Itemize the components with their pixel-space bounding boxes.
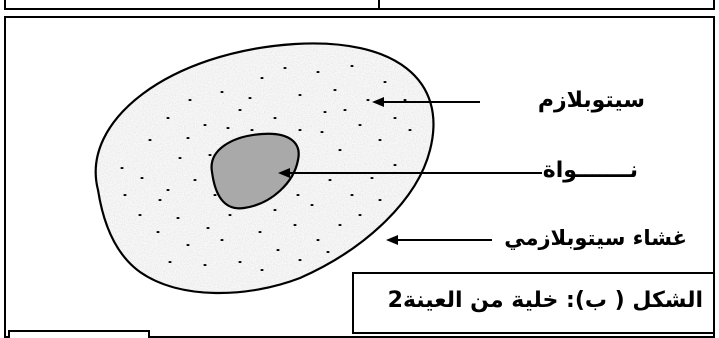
cytoplasm-label: سيتوبلازم [495,88,645,113]
membrane-arrowhead [386,235,398,245]
membrane-label: غشاء سيتوبلازمي [492,226,687,250]
bottom-left-tab [8,330,150,338]
nucleus-label: نـــــــواة [548,158,638,183]
caption-box: الشكل ( ب): خلية من العينة2 [352,272,715,334]
figure-caption: الشكل ( ب): خلية من العينة2 [388,288,703,313]
